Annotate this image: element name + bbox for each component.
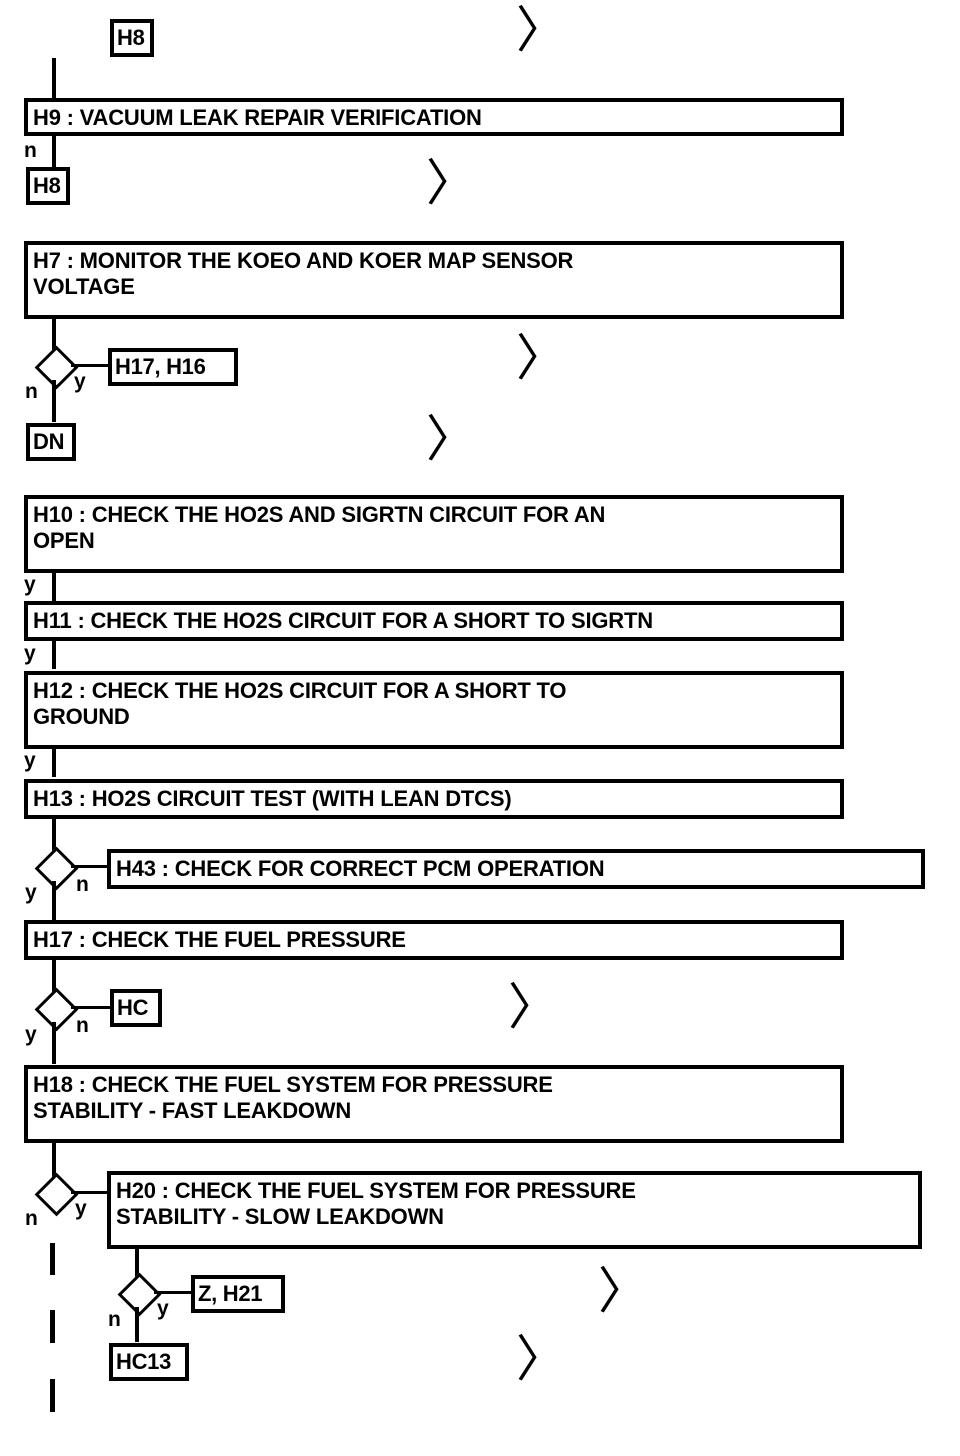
- process-box-h13[interactable]: H13 : HO2S CIRCUIT TEST (WITH LEAN DTCS): [24, 779, 844, 819]
- decision-diamond-h18[interactable]: [34, 1172, 79, 1217]
- branch-label-h7-yes: y: [74, 370, 86, 393]
- process-box-h11[interactable]: H11 : CHECK THE HO2S CIRCUIT FOR A SHORT…: [24, 601, 844, 641]
- connector-line-h13-no: [71, 865, 109, 868]
- branch-label-h17-no: n: [76, 1014, 89, 1037]
- connector-line-h11-to-h12: [52, 641, 56, 669]
- connector-line-h7-to-decision: [52, 319, 56, 351]
- connector-line-h18-to-decision: [52, 1143, 56, 1178]
- process-box-h20[interactable]: H20 : CHECK THE FUEL SYSTEM FOR PRESSURE…: [107, 1171, 922, 1249]
- chevron-icon-4: 〉: [426, 410, 476, 468]
- process-box-h7[interactable]: H7 : MONITOR THE KOEO AND KOER MAP SENSO…: [24, 241, 844, 319]
- branch-label-h17-yes: y: [25, 1023, 37, 1046]
- branch-label-h13-no: n: [76, 873, 89, 896]
- connector-line-h18-yes: [71, 1191, 109, 1194]
- branch-label-h18-yes: y: [75, 1197, 87, 1220]
- connector-line-h20-to-decision: [135, 1249, 139, 1284]
- decision-diamond-h13[interactable]: [34, 846, 79, 891]
- chevron-icon-3: 〉: [516, 329, 566, 387]
- connector-line-h7-no: [52, 380, 56, 422]
- connector-line-h7-yes: [71, 364, 109, 367]
- chevron-icon-7: 〉: [516, 1330, 566, 1388]
- connector-line-h20-yes: [154, 1291, 192, 1294]
- process-box-h12[interactable]: H12 : CHECK THE HO2S CIRCUIT FOR A SHORT…: [24, 671, 844, 749]
- decision-diamond-h7[interactable]: [34, 345, 79, 390]
- connector-line-h10-to-h11: [52, 573, 56, 601]
- connector-line-h17-to-decision: [52, 960, 56, 993]
- connector-tag-hc[interactable]: HC: [110, 989, 162, 1027]
- connector-tag-hc13[interactable]: HC13: [109, 1343, 189, 1381]
- connector-tag-dn[interactable]: DN: [26, 423, 76, 461]
- branch-label-h11-yes: y: [24, 642, 36, 665]
- decision-diamond-h20[interactable]: [117, 1272, 162, 1317]
- process-box-h18[interactable]: H18 : CHECK THE FUEL SYSTEM FOR PRESSURE…: [24, 1065, 844, 1143]
- process-box-h9[interactable]: H9 : VACUUM LEAK REPAIR VERIFICATION: [24, 98, 844, 136]
- connector-dash-segment-2: [50, 1310, 55, 1343]
- connector-tag-h8-2[interactable]: H8: [26, 167, 70, 205]
- branch-label-h18-no: n: [25, 1207, 38, 1230]
- branch-label-h9-no: n: [24, 139, 37, 162]
- connector-line-h20-no: [135, 1307, 139, 1342]
- connector-line-h17-yes: [52, 1022, 56, 1064]
- connector-line-entry-h9: [52, 58, 56, 100]
- connector-line-h9-to-h8: [52, 136, 56, 170]
- connector-line-h13-to-decision: [52, 819, 56, 852]
- connector-line-h13-yes: [52, 881, 56, 921]
- process-box-h17[interactable]: H17 : CHECK THE FUEL PRESSURE: [24, 920, 844, 960]
- decision-diamond-h17[interactable]: [34, 987, 79, 1032]
- chevron-icon-1: 〉: [516, 1, 566, 59]
- connector-dash-segment-1: [50, 1243, 55, 1275]
- branch-label-h13-yes: y: [25, 881, 37, 904]
- branch-label-h20-yes: y: [157, 1297, 169, 1320]
- branch-label-h7-no: n: [25, 380, 38, 403]
- chevron-icon-5: 〉: [508, 978, 558, 1036]
- connector-line-h12-to-h13: [52, 749, 56, 777]
- chevron-icon-6: 〉: [598, 1262, 648, 1320]
- branch-label-h12-yes: y: [24, 749, 36, 772]
- connector-dash-segment-3: [50, 1379, 55, 1412]
- branch-label-h10-yes: y: [24, 573, 36, 596]
- connector-tag-z-h21[interactable]: Z, H21: [191, 1275, 285, 1313]
- process-box-h43[interactable]: H43 : CHECK FOR CORRECT PCM OPERATION: [107, 849, 925, 889]
- connector-line-h17-no: [71, 1006, 111, 1009]
- process-box-h10[interactable]: H10 : CHECK THE HO2S AND SIGRTN CIRCUIT …: [24, 495, 844, 573]
- connector-tag-h17-h16[interactable]: H17, H16: [108, 348, 238, 386]
- branch-label-h20-no: n: [108, 1308, 121, 1331]
- chevron-icon-2: 〉: [426, 154, 476, 212]
- connector-tag-h8-top[interactable]: H8: [110, 19, 154, 57]
